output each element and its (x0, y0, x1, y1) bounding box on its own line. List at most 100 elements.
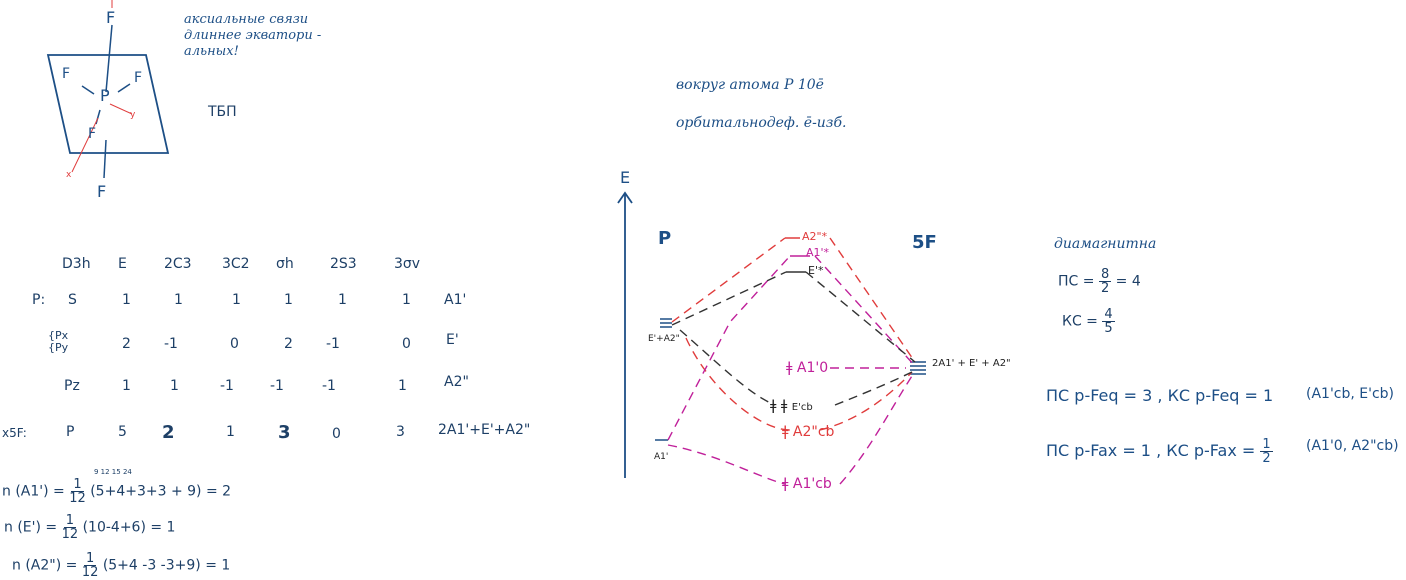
row-label: Pz (64, 378, 80, 394)
table-cell: 5 (118, 424, 127, 440)
reduction-expr: (10-4+6) = 1 (82, 519, 176, 536)
row-prefix: x5F: (2, 426, 27, 440)
f-level-label: 2A1' + E' + A2" (932, 358, 1011, 369)
reduction-lhs: n (E') = (4, 519, 58, 536)
note-line: вокруг атома P 10ē (676, 77, 824, 93)
table-header: E (118, 256, 127, 272)
note-line: аксиальные связи (184, 12, 309, 27)
p-lower-level-label: A1' (654, 452, 669, 462)
row-prefix: P: (32, 292, 46, 308)
table-cell: -1 (270, 378, 284, 394)
table-cell: 0 (402, 336, 411, 352)
table-header: 2S3 (330, 256, 357, 272)
table-cell: 1 (170, 378, 179, 394)
mo-e-antibonding: E'* (808, 264, 824, 277)
table-cell: 1 (122, 292, 131, 308)
row-irrep: A2" (444, 374, 469, 390)
atom-f-bottom: F (97, 182, 107, 201)
table-cell: -1 (322, 378, 336, 394)
reduction-lhs: n (A2") = (12, 557, 78, 574)
energy-axis-label: E (620, 168, 631, 187)
table-header: 2C3 (164, 256, 192, 272)
row-label: S (68, 292, 77, 308)
atom-f-left: F (62, 66, 71, 82)
table-cell: 0 (230, 336, 239, 352)
table-cell: 2 (122, 336, 131, 352)
p-upper-level-label: E'+A2" (648, 334, 680, 344)
table-header: D3h (62, 256, 91, 272)
magnetism-note: диамагнитна (1054, 236, 1157, 252)
equatorial-bond-orbitals: (A1'cb, E'cb) (1306, 386, 1395, 402)
electron-count-note: вокруг атома P 10ē орбитальнодеф. ē-изб. (676, 66, 846, 142)
row-irrep: A1' (444, 292, 467, 308)
mo-a2-antibonding: A2"* (802, 230, 828, 243)
table-cell: 1 (174, 292, 183, 308)
table-cell: 1 (232, 292, 241, 308)
row-label: P (66, 424, 75, 440)
table-cell: 1 (338, 292, 347, 308)
mo-a1-antibonding: A1'* (806, 246, 830, 259)
table-cell: 0 (332, 426, 341, 442)
reduction-expr: (5+4+3+3 + 9) = 2 (90, 483, 232, 500)
axial-bond-orbitals: (A1'0, A2"cb) (1306, 438, 1399, 454)
table-cell: -1 (220, 378, 234, 394)
table-cell: 3 (396, 424, 405, 440)
reduction-overscript: 9 12 15 24 (94, 468, 132, 476)
atom-f-right: F (134, 70, 143, 86)
atom-f-top: F (106, 8, 116, 27)
axial-bond-top (105, 24, 113, 93)
eq-bond-left (81, 85, 95, 95)
axis-y-label: y (130, 110, 136, 120)
mo-e-bonding: ǂ ǂ E'cb (770, 398, 813, 414)
table-cell: 1 (402, 292, 411, 308)
table-header: σh (276, 256, 294, 272)
right-atom-label: 5F (912, 232, 937, 253)
atom-f-front: F (88, 126, 97, 142)
mo-a1-bonding: ǂ A1'cb (782, 476, 832, 492)
table-cell: 2 (162, 422, 175, 443)
note-line: длиннее экватори - (184, 28, 322, 43)
mo-a1-nonbonding: ǂ A1'0 (786, 360, 829, 376)
table-cell: 2 (284, 336, 293, 352)
row-irrep: 2A1'+E'+A2" (438, 422, 531, 438)
table-header: 3C2 (222, 256, 250, 272)
note-line: альных! (184, 44, 239, 59)
table-header: 3σv (394, 256, 421, 272)
table-cell: 1 (398, 378, 407, 394)
atom-p: P (100, 86, 110, 105)
table-cell: 1 (226, 424, 235, 440)
left-atom-label: P (658, 228, 672, 249)
reduction-lhs: n (A1') = (2, 483, 65, 500)
note-line: орбитальнодеф. ē-изб. (676, 115, 847, 131)
row-irrep: E' (446, 332, 459, 348)
axial-bonds-note: аксиальные связи длиннее экватори - альн… (184, 12, 321, 60)
row-label: {Px {Py (48, 329, 69, 354)
table-cell: 1 (284, 292, 293, 308)
eq-bond-right (117, 83, 131, 93)
x-axis-arrow (71, 117, 99, 173)
table-cell: 1 (122, 378, 131, 394)
mo-a2-bonding: ǂ A2"cb (782, 424, 835, 440)
geometry-label: ТБП (208, 104, 237, 120)
equatorial-plane (46, 54, 170, 154)
equatorial-bond-order: ПС p-Feq = 3 , КС p-Feq = 1 (1046, 386, 1274, 405)
table-cell: -1 (326, 336, 340, 352)
y-axis-arrow (109, 103, 133, 115)
reduction-expr: (5+4 -3 -3+9) = 1 (102, 557, 231, 574)
axis-x-label: x (66, 170, 72, 180)
axial-bond-bottom (103, 139, 107, 179)
table-cell: -1 (164, 336, 178, 352)
